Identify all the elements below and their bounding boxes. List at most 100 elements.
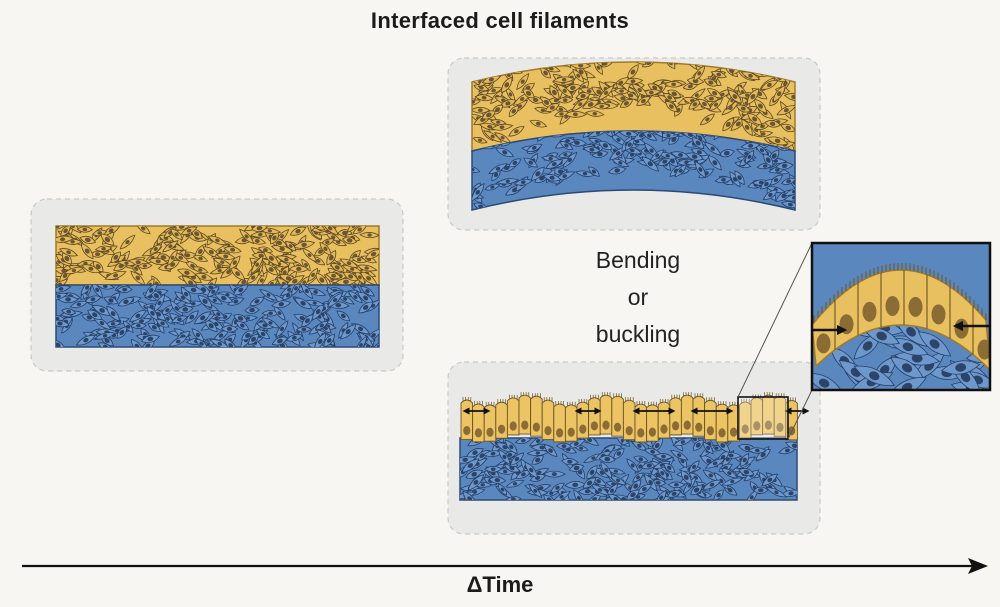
- mesenchymal-cell: [197, 294, 213, 308]
- mesenchymal-cell: [618, 131, 639, 138]
- mesenchymal-cell: [586, 464, 598, 480]
- columnar-cell: [812, 325, 831, 370]
- mesenchymal-cell: [775, 162, 794, 170]
- mesenchymal-cell: [56, 319, 71, 328]
- epithelial-cell: [292, 240, 316, 249]
- mesenchymal-cell: [702, 469, 720, 482]
- epithelial-cell: [298, 275, 310, 285]
- epithelial-cell: [250, 254, 264, 275]
- mesenchymal-cell: [350, 323, 371, 335]
- mesenchymal-cell: [488, 163, 508, 175]
- epithelial-cell: [285, 240, 297, 252]
- mesenchymal-cell: [718, 149, 735, 158]
- epithelial-cell: [80, 242, 94, 260]
- epithelial-cell: [591, 62, 603, 67]
- epithelial-cell: [552, 76, 576, 83]
- epithelial-cell: [592, 103, 611, 110]
- mesenchymal-cell: [641, 156, 660, 172]
- epithelial-cell: [270, 231, 279, 245]
- bent-filament-panel: [447, 39, 821, 231]
- mesenchymal-cell: [495, 147, 515, 158]
- mesenchymal-cell: [707, 154, 722, 171]
- zoom-apical-microvilli: [813, 263, 987, 323]
- mesenchymal-cell: [853, 365, 896, 386]
- epithelial-cell: [746, 112, 763, 126]
- epithelial-cell: [276, 276, 292, 285]
- epithelial-cell: [56, 235, 75, 243]
- epithelial-cell: [472, 106, 491, 114]
- mesenchymal-cell: [692, 137, 705, 149]
- epithelial-cell: [659, 43, 677, 58]
- mesenchymal-cell: [122, 320, 134, 334]
- epithelial-cell: [499, 99, 517, 108]
- mesenchymal-cell: [235, 321, 250, 331]
- mesenchymal-cell: [323, 333, 336, 347]
- epithelial-cell: [472, 136, 488, 144]
- mesenchymal-cell: [232, 285, 249, 296]
- mesenchymal-cell: [738, 468, 755, 477]
- mesenchymal-cell: [233, 314, 248, 323]
- epithelial-cell: [555, 83, 574, 98]
- mesenchymal-cell: [56, 338, 67, 347]
- epithelial-cell: [501, 76, 513, 94]
- mesenchymal-cell: [462, 490, 477, 500]
- columnar-cell: [634, 401, 648, 443]
- epithelial-cell: [594, 62, 603, 75]
- epithelial-cell: [703, 95, 720, 103]
- epithelial-cell: [703, 78, 719, 87]
- mesenchymal-cell: [144, 285, 158, 299]
- epithelial-cell: [553, 110, 570, 118]
- epithelial-cell: [627, 64, 639, 80]
- mesenchymal-cell: [702, 479, 722, 490]
- mesenchymal-cell: [301, 314, 314, 328]
- mesenchymal-cell: [688, 460, 700, 474]
- mesenchymal-cell: [555, 442, 573, 450]
- epithelial-cell: [172, 252, 190, 263]
- mesenchymal-cell: [573, 488, 585, 500]
- transition-label-buckling: buckling: [595, 321, 681, 347]
- epithelial-cell: [172, 226, 191, 231]
- epithelial-cell: [81, 264, 101, 274]
- mesenchymal-cell: [545, 159, 564, 169]
- mesenchymal-cell: [747, 447, 767, 454]
- mesenchymal-cell: [630, 131, 652, 134]
- epithelial-cell: [215, 252, 236, 260]
- mesenchymal-cell: [354, 335, 368, 347]
- mesenchymal-cell: [248, 333, 259, 345]
- mesenchymal-cell: [669, 449, 689, 461]
- mesenchymal-cell: [606, 467, 626, 475]
- mesenchymal-cell: [244, 306, 260, 314]
- epithelial-cell: [582, 99, 600, 110]
- epithelial-cell: [263, 250, 280, 267]
- epithelial-cell: [620, 40, 636, 56]
- mesenchymal-cell: [340, 323, 357, 340]
- epithelial-cell: [342, 236, 358, 245]
- epithelial-cell: [63, 266, 85, 275]
- mesenchymal-cell: [271, 336, 289, 346]
- mesenchymal-cell: [557, 151, 573, 158]
- epithelial-cell: [685, 39, 703, 56]
- columnar-cell: [646, 401, 659, 442]
- columnar-cell: [495, 399, 508, 439]
- epithelial-cell: [631, 83, 649, 97]
- epithelial-cell: [325, 233, 341, 242]
- columnar-cell: [715, 401, 729, 443]
- mesenchymal-cell: [685, 152, 704, 161]
- mesenchymal-cell: [783, 193, 795, 202]
- mesenchymal-cell: [371, 340, 379, 347]
- epithelial-cell: [662, 93, 677, 102]
- epithelial-cell: [192, 254, 209, 263]
- epithelial-cell: [764, 120, 781, 128]
- mesenchymal-cell: [552, 491, 572, 500]
- mesenchymal-cell: [941, 360, 981, 375]
- epithelial-cell: [364, 249, 379, 259]
- mesenchymal-cell: [80, 285, 94, 296]
- mesenchymal-cell: [721, 477, 744, 486]
- epithelial-cell: [223, 246, 242, 254]
- mesenchymal-cell: [559, 141, 574, 150]
- zoom-inset: [810, 241, 992, 392]
- epithelial-cell: [563, 110, 588, 118]
- columnar-cell: [657, 398, 671, 439]
- epithelial-cell: [584, 110, 605, 117]
- mesenchymal-cell: [778, 446, 797, 455]
